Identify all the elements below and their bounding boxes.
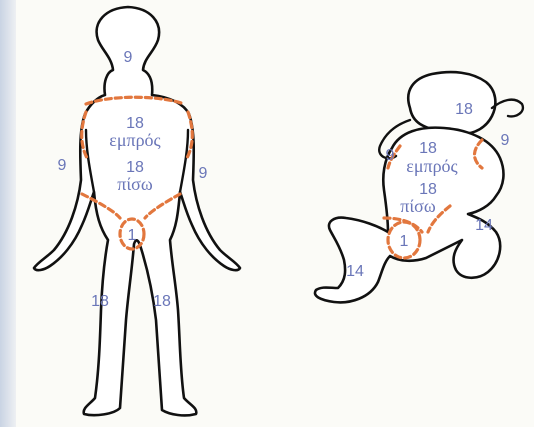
infant-head-label: 18 xyxy=(455,101,473,118)
infant-right-leg-label: 14 xyxy=(475,217,493,234)
infant-head-outline xyxy=(408,72,495,134)
adult-right-leg-label: 18 xyxy=(153,293,171,310)
adult-left-arm-label: 9 xyxy=(58,157,67,174)
infant-left-arm-label: 9 xyxy=(386,147,395,164)
adult-groin-label: 1 xyxy=(128,227,137,244)
adult-right-arm-label: 9 xyxy=(199,165,208,182)
infant-groin-label: 1 xyxy=(400,233,409,250)
adult-figure: 9 18 εμπρός 18 πίσω 9 9 1 18 18 xyxy=(34,7,240,415)
adult-body-outline xyxy=(34,7,240,415)
adult-head-label: 9 xyxy=(124,49,133,66)
infant-left-leg-label: 14 xyxy=(346,263,364,280)
infant-figure: 18 9 9 18 εμπρός 18 πίσω 1 14 14 xyxy=(315,72,523,302)
adult-left-leg-label: 18 xyxy=(91,293,109,310)
infant-torso-back-word: πίσω xyxy=(400,196,436,216)
infant-right-arm-label: 9 xyxy=(501,132,510,149)
infant-torso-front-value: 18 xyxy=(419,140,437,157)
adult-torso-back-word: πίσω xyxy=(117,174,153,194)
infant-torso-front-word: εμπρός xyxy=(406,156,457,176)
adult-torso-front-word: εμπρός xyxy=(109,130,160,150)
